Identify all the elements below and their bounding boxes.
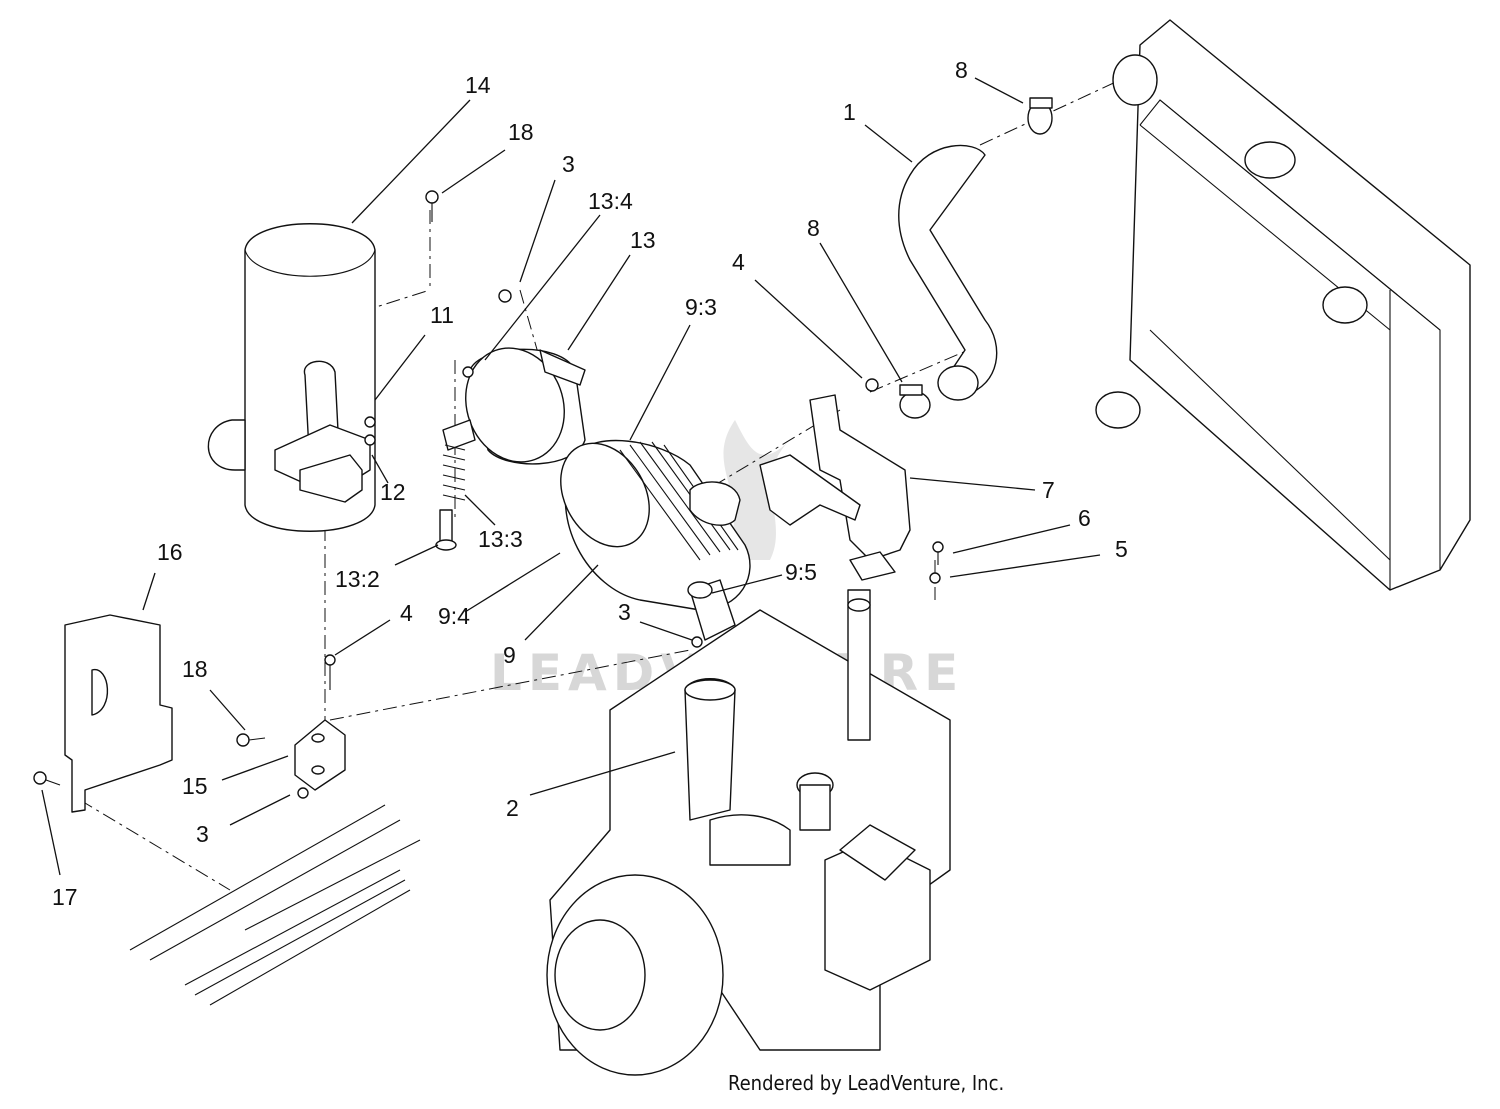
callout-3-nut-top: 3 (562, 151, 575, 177)
air-cleaner-bracket (442, 347, 586, 465)
callout-9-3: 9:3 (685, 294, 717, 320)
callout-16: 16 (157, 539, 183, 565)
hose-clamps (899, 97, 1053, 419)
radiator (1095, 19, 1471, 591)
intake-tube (684, 678, 736, 821)
callout-18-lower: 18 (182, 656, 208, 682)
callout-13-4: 13:4 (588, 188, 633, 214)
callout-17: 17 (52, 884, 78, 910)
callout-13: 13 (630, 227, 656, 253)
callout-12: 12 (380, 479, 406, 505)
frame-rails (129, 804, 421, 1006)
callout-8-lower-clamp: 8 (807, 215, 820, 241)
air-cleaner (560, 439, 751, 641)
callout-9-5: 9:5 (785, 559, 817, 585)
callout-9: 9 (503, 642, 516, 668)
callout-13-3: 13:3 (478, 526, 523, 552)
mounting-bracket (759, 394, 911, 581)
callout-3-nut-plate: 3 (196, 821, 209, 847)
render-credit: Rendered by LeadVenture, Inc. (728, 1071, 1005, 1095)
mounting-plate (294, 719, 346, 791)
callout-6: 6 (1078, 505, 1091, 531)
leader-lines (41, 77, 1101, 876)
callout-7: 7 (1042, 477, 1055, 503)
fasteners (33, 190, 944, 799)
radiator-hose (898, 144, 998, 401)
callout-18-upper: 18 (508, 119, 534, 145)
callout-14: 14 (465, 72, 491, 98)
callout-11: 11 (430, 302, 454, 328)
callout-8-upper-clamp: 8 (955, 57, 968, 83)
callout-4-plate-bolt: 4 (400, 600, 413, 626)
spring (442, 444, 466, 501)
callout-4-bracket-bolt: 4 (732, 249, 745, 275)
callouts: 1 2 3 3 3 4 4 5 6 7 8 8 9 9:3 9:4 9:5 11… (52, 57, 1128, 910)
callout-13-2: 13:2 (335, 566, 380, 592)
heat-shield (64, 614, 173, 813)
callout-3-nut-engine: 3 (618, 599, 631, 625)
callout-5: 5 (1115, 536, 1128, 562)
callout-15: 15 (182, 773, 208, 799)
callout-1: 1 (843, 99, 856, 125)
callout-9-4: 9:4 (438, 603, 470, 629)
callout-2: 2 (506, 795, 519, 821)
engine-block (546, 589, 951, 1076)
eyebolt (435, 509, 457, 551)
muffler (207, 223, 376, 532)
